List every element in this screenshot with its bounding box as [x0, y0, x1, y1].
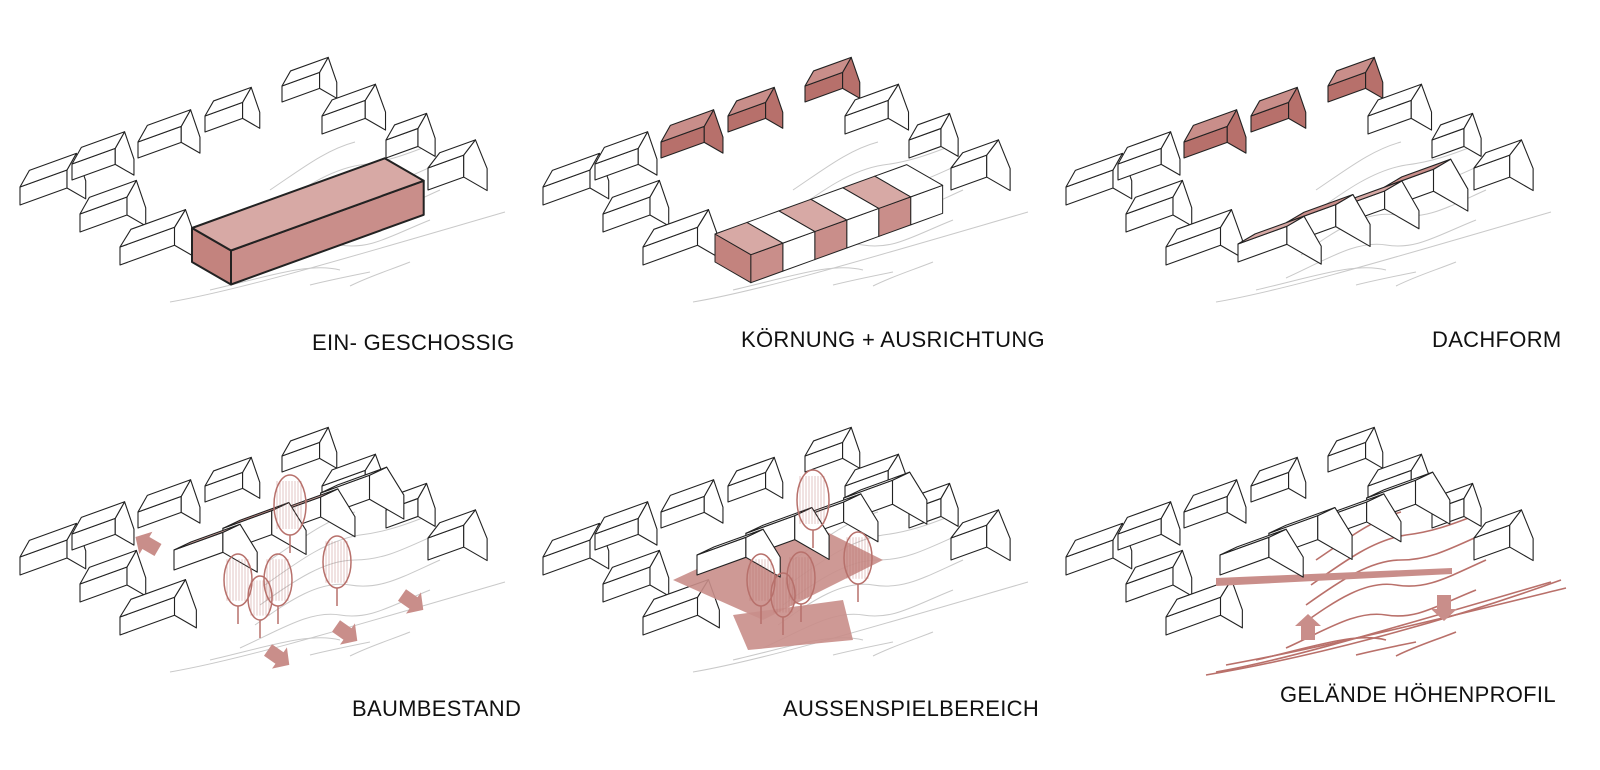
panel-caption: BAUMBESTAND	[352, 696, 522, 721]
neighbour-house	[79, 179, 147, 233]
tree	[843, 531, 873, 602]
neighbour-house	[1125, 179, 1193, 233]
diagram-panel-dachform: DACHFORM	[1056, 40, 1576, 400]
neighbour-house	[1117, 131, 1181, 181]
tree	[223, 553, 253, 624]
neighbour-house	[281, 56, 338, 103]
neighbour-house	[137, 109, 201, 159]
diagram-panel-gelaende-hoehenprofil: GELÄNDE HÖHENPROFIL	[1056, 410, 1576, 770]
isometric-drawing	[1065, 56, 1552, 303]
arrow-icon	[263, 644, 290, 669]
roof-segment	[173, 523, 258, 573]
panel-caption: GELÄNDE HÖHENPROFIL	[1280, 682, 1556, 707]
diagram-panel-ein-geschossig: EIN- GESCHOSSIG	[10, 40, 530, 400]
new-building-volume	[191, 157, 425, 286]
new-building-strips	[714, 164, 944, 284]
arrow-icon	[1431, 595, 1457, 621]
neighbour-house	[950, 509, 1011, 562]
isometric-drawing	[19, 426, 506, 673]
isometric-drawing	[19, 56, 506, 303]
arrow-icon	[135, 531, 162, 557]
new-building-gabled	[1219, 471, 1451, 578]
neighbour-house	[594, 131, 658, 181]
arrow-icon	[331, 620, 358, 645]
tree	[247, 575, 273, 638]
diagram-panel-baumbestand: BAUMBESTAND	[10, 410, 530, 770]
neighbour-house	[1431, 112, 1482, 159]
diagram-panel-aussenspielbereich: AUSSENSPIELBEREICH	[533, 410, 1053, 770]
terrain-contours	[1205, 511, 1567, 676]
neighbour-house	[119, 579, 197, 636]
neighbour-house	[1117, 501, 1181, 551]
roof-segment	[1219, 528, 1304, 578]
neighbour-house	[427, 509, 488, 562]
terrain-plinth	[1216, 568, 1452, 586]
neighbour-house	[642, 209, 720, 266]
diagram-panel-koernung-ausrichtung: KÖRNUNG + AUSRICHTUNG	[533, 40, 1053, 400]
panel-caption: DACHFORM	[1432, 327, 1562, 352]
isometric-drawing	[542, 56, 1029, 303]
arrow-icon	[1295, 614, 1321, 640]
neighbour-house	[1250, 86, 1307, 133]
neighbour-house	[804, 56, 861, 103]
panel-caption: AUSSENSPIELBEREICH	[783, 696, 1040, 721]
neighbour-house	[844, 83, 910, 135]
neighbour-house	[204, 456, 261, 503]
new-building-gabled	[696, 471, 928, 578]
neighbour-house	[1165, 579, 1243, 636]
neighbour-house	[71, 501, 135, 551]
neighbour-house	[1125, 549, 1193, 603]
roof-segment	[1237, 215, 1322, 265]
neighbour-house	[1183, 479, 1247, 529]
neighbour-house	[804, 426, 861, 473]
neighbour-house	[1473, 509, 1534, 562]
isometric-drawing	[1065, 426, 1567, 676]
neighbour-house	[660, 479, 724, 529]
neighbour-house	[1165, 209, 1243, 266]
neighbour-house	[137, 479, 201, 529]
tree	[796, 469, 830, 548]
neighbour-house	[950, 139, 1011, 192]
roof-segment	[1268, 506, 1353, 560]
neighbour-house	[727, 86, 784, 133]
neighbour-house	[321, 83, 387, 135]
neighbour-house	[1250, 456, 1307, 503]
building-strip	[714, 221, 784, 284]
neighbour-house	[281, 426, 338, 473]
neighbour-house	[1327, 56, 1384, 103]
neighbour-house	[908, 112, 959, 159]
isometric-drawing	[542, 426, 1029, 673]
neighbour-house	[119, 209, 197, 266]
neighbour-house	[602, 179, 670, 233]
neighbour-house	[727, 456, 784, 503]
neighbour-house	[1473, 139, 1534, 192]
tree	[786, 551, 816, 622]
neighbour-house	[1367, 83, 1433, 135]
neighbour-house	[79, 549, 147, 603]
neighbour-house	[204, 86, 261, 133]
new-building-gabled	[1237, 158, 1469, 265]
panel-caption: EIN- GESCHOSSIG	[312, 330, 515, 355]
neighbour-house	[660, 109, 724, 159]
neighbour-house	[1183, 109, 1247, 159]
arrow-icon	[397, 589, 424, 614]
neighbour-house	[427, 139, 488, 192]
tree	[770, 572, 796, 635]
tree	[263, 553, 293, 624]
neighbour-house	[71, 131, 135, 181]
tree	[322, 535, 352, 606]
outdoor-play-area	[733, 600, 853, 650]
tree	[273, 474, 307, 553]
neighbour-house	[594, 501, 658, 551]
panel-caption: KÖRNUNG + AUSRICHTUNG	[741, 327, 1045, 352]
neighbour-house	[1327, 426, 1384, 473]
neighbour-house	[385, 112, 436, 159]
neighbour-house	[602, 549, 670, 603]
